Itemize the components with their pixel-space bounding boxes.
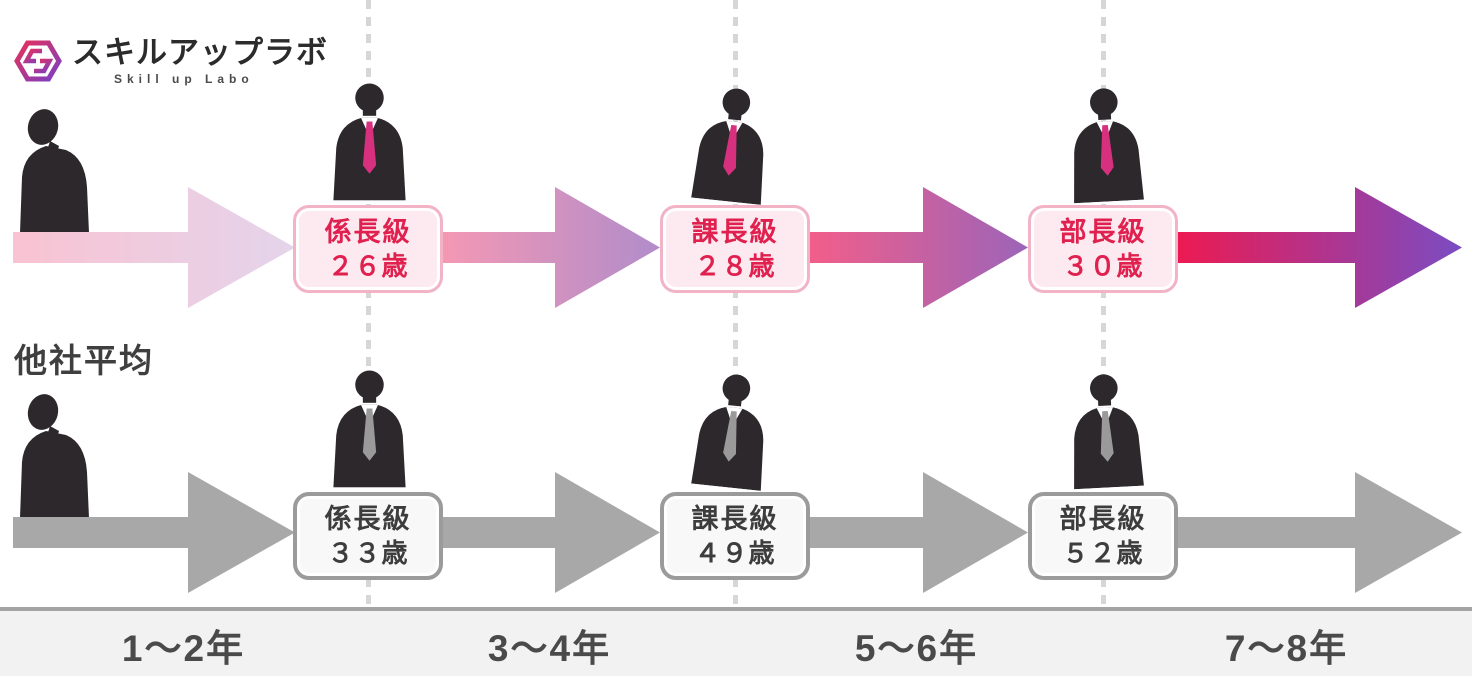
milestone-age: ５２歳 [1062,537,1144,568]
others-milestone-kakaricho: 係長級 ３３歳 [293,492,443,580]
axis-label-years-3-4: 3〜4年 [487,628,612,669]
axis-label-years-1-2: 1〜2年 [121,628,246,669]
person-checking-watch-icon [680,82,784,207]
person-standing-icon [322,80,417,202]
others-arrow-3 [810,472,1028,593]
others-arrow-1 [13,472,295,593]
company-arrow-4 [1178,187,1462,308]
axis-label-years-5-6: 5〜6年 [854,628,979,669]
milestone-age: ３０歳 [1062,250,1144,281]
dotted-divider-2 [733,0,738,676]
milestone-title: 部長級 [1059,216,1147,247]
others-milestone-bucho: 部長級 ５２歳 [1028,492,1178,580]
logo-title: スキルアップラボ [72,35,328,70]
person-standing-icon [322,367,417,489]
axis-label-years-7-8: 7〜8年 [1224,628,1349,669]
milestone-age: ３３歳 [327,537,409,568]
hexagon-s-logo-icon [14,40,62,82]
company-milestone-bucho: 部長級 ３０歳 [1028,205,1178,293]
logo-text: スキルアップラボ Skill up Labo [72,35,328,87]
brand-logo: スキルアップラボ Skill up Labo [14,35,328,87]
company-arrow-1 [13,187,295,308]
milestone-title: 係長級 [324,503,412,534]
person-arms-crossed-icon [1057,84,1155,205]
year-axis-strip [0,607,1472,676]
company-milestone-kacho: 課長級 ２８歳 [660,205,810,293]
dotted-divider-3 [1101,0,1106,676]
milestone-title: 部長級 [1059,503,1147,534]
others-milestone-kacho: 課長級 ４９歳 [660,492,810,580]
company-milestone-kakaricho: 係長級 ２６歳 [293,205,443,293]
person-checking-watch-icon [680,368,784,493]
milestone-age: ２６歳 [327,250,409,281]
milestone-age: ４９歳 [694,537,776,568]
others-arrow-4 [1178,472,1462,593]
milestone-age: ２８歳 [694,250,776,281]
dotted-divider-1 [366,0,371,676]
milestone-title: 課長級 [691,503,779,534]
milestone-title: 課長級 [691,216,779,247]
person-arms-crossed-icon [1057,370,1155,491]
others-arrow-2 [443,472,660,593]
milestone-title: 係長級 [324,216,412,247]
company-arrow-2 [443,187,660,308]
logo-subtitle: Skill up Labo [114,72,254,87]
company-arrow-3 [810,187,1028,308]
other-companies-average-label: 他社平均 [14,342,154,379]
